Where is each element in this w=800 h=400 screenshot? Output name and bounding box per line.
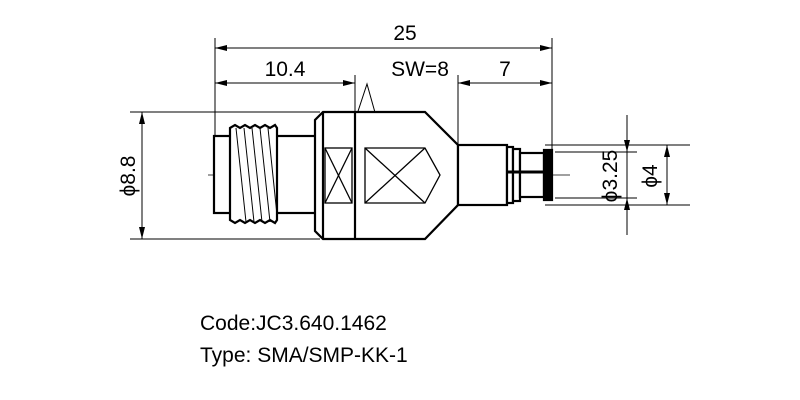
smp-neck xyxy=(518,151,546,199)
product-type: Type: SMA/SMP-KK-1 xyxy=(200,344,408,367)
label-phi-4: ϕ4 xyxy=(639,164,662,188)
dimension-lines xyxy=(130,38,690,240)
product-code: Code:JC3.640.1462 xyxy=(200,312,387,335)
label-sw8: SW=8 xyxy=(391,58,449,81)
shaft xyxy=(456,143,509,207)
label-phi-8.8: ϕ8.8 xyxy=(117,156,140,197)
thread xyxy=(228,123,279,225)
label-25: 25 xyxy=(393,22,416,45)
smp-tip xyxy=(542,148,554,202)
dimension-labels: 25 10.4 SW=8 7 ϕ8.8 ϕ3.25 ϕ4 xyxy=(117,22,662,202)
connector-body xyxy=(212,110,554,241)
label-7: 7 xyxy=(499,58,511,81)
label-10.4: 10.4 xyxy=(265,58,306,81)
label-phi-3.25: ϕ3.25 xyxy=(599,150,622,203)
